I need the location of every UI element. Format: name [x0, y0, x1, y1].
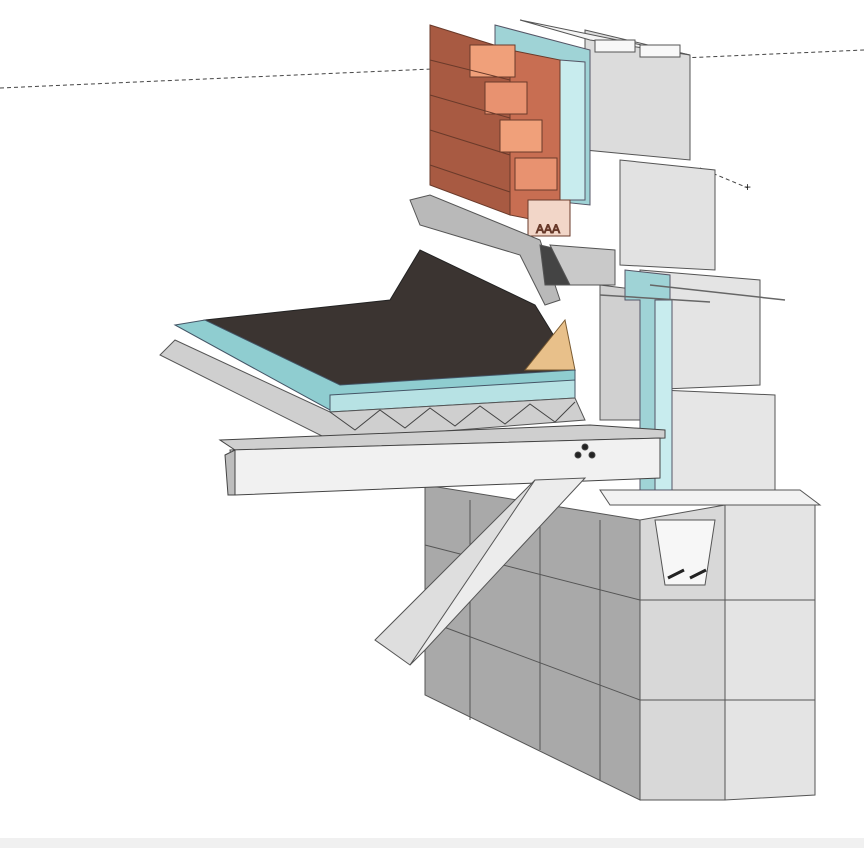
footer-strip: [0, 838, 864, 848]
stamped-brick: [527, 199, 571, 237]
steel-angle-brace: [374, 477, 587, 666]
brick-veneer: AAA: [429, 24, 571, 237]
callout-mark: +: [744, 180, 751, 194]
brick-stamp-text: AAA: [536, 222, 560, 236]
metal-flashing: [409, 194, 616, 306]
steel-beam: [218, 424, 666, 496]
wood-cant-strip: [523, 318, 576, 371]
wall-ties: [599, 284, 786, 303]
